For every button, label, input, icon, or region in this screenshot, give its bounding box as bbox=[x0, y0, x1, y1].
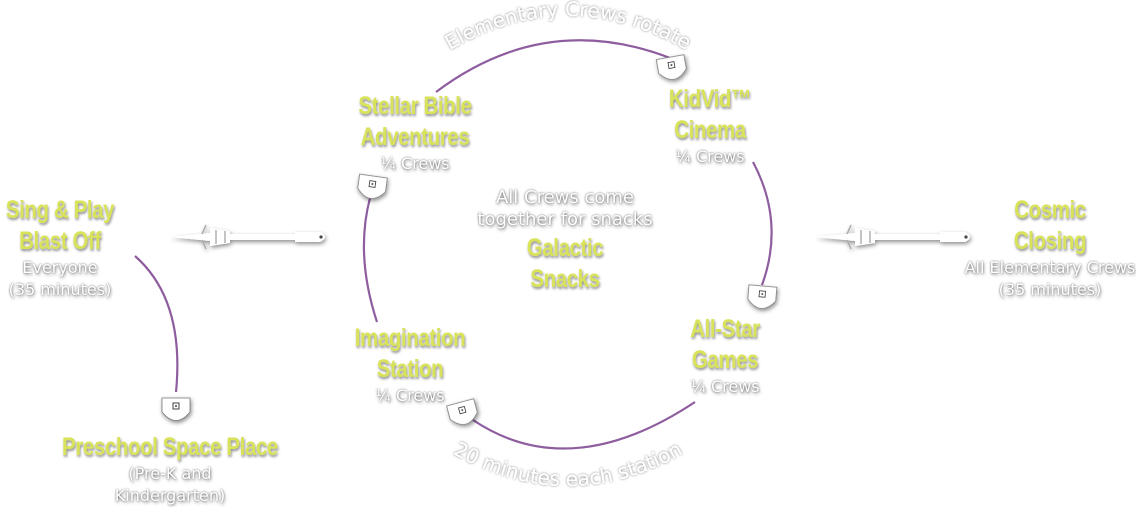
station-title-line: Cinema bbox=[674, 116, 746, 144]
station-title-line: Blast Off bbox=[19, 227, 101, 255]
arc-label-top: Elementary Crews rotate bbox=[441, 0, 696, 54]
station-sub-line: All Elementary Crews bbox=[964, 258, 1136, 277]
station-title-line: KidVid™ bbox=[668, 85, 752, 113]
center-note: All Crews come together for snacks bbox=[455, 187, 675, 231]
station-title-line: Imagination bbox=[354, 324, 466, 352]
ring-arc-top bbox=[435, 39, 671, 93]
station-title-line: Games bbox=[691, 346, 759, 374]
rocket-icon-right bbox=[815, 225, 970, 249]
station-title-line: Snacks bbox=[530, 265, 600, 293]
center-note-line: All Crews come bbox=[495, 187, 635, 208]
pod-icon-kidvid bbox=[655, 54, 689, 83]
station-sub-line: (Pre-K and bbox=[128, 464, 212, 483]
rocket-icon-left bbox=[170, 225, 325, 249]
station-sub-line: Kindergarten) bbox=[114, 486, 226, 505]
station-sub-line: ¼ Crews bbox=[380, 154, 450, 173]
station-title-line: Adventures bbox=[360, 123, 470, 151]
station-title-line: Preschool Space Place bbox=[62, 433, 278, 461]
station-sub-line: (35 minutes) bbox=[8, 280, 112, 299]
station-sub-line: Everyone bbox=[22, 258, 98, 277]
station-title-line: All-Star bbox=[690, 315, 760, 343]
station-title-line: Station bbox=[376, 355, 444, 383]
station-sub-line: (35 minutes) bbox=[998, 280, 1102, 299]
pod-icon-preschool bbox=[161, 397, 191, 421]
pod-icon-allstar bbox=[746, 284, 778, 311]
station-title-line: Sing & Play bbox=[5, 196, 115, 224]
ring-arc-left bbox=[362, 197, 379, 323]
station-title-line: Cosmic bbox=[1014, 196, 1086, 224]
center-note-line: together for snacks bbox=[477, 209, 653, 230]
station-preschool: Preschool Space Place (Pre-K and Kinderg… bbox=[30, 432, 310, 507]
station-kidvid: KidVid™ Cinema ¼ Crews bbox=[650, 84, 770, 168]
station-sub-line: ¼ Crews bbox=[375, 386, 445, 405]
station-title-line: Stellar Bible bbox=[358, 92, 472, 120]
preschool-connector bbox=[134, 255, 179, 393]
station-title-line: Closing bbox=[1013, 227, 1087, 255]
station-title-line: Galactic bbox=[526, 234, 604, 262]
ring-arc-right bbox=[752, 161, 773, 286]
station-sub-line: ¼ Crews bbox=[690, 377, 760, 396]
ring-arc-bottom bbox=[472, 401, 696, 450]
pod-icon-stellar bbox=[356, 173, 388, 201]
station-sub-line: ¼ Crews bbox=[675, 147, 745, 166]
arc-label-bottom: 20 minutes each station bbox=[450, 437, 686, 491]
